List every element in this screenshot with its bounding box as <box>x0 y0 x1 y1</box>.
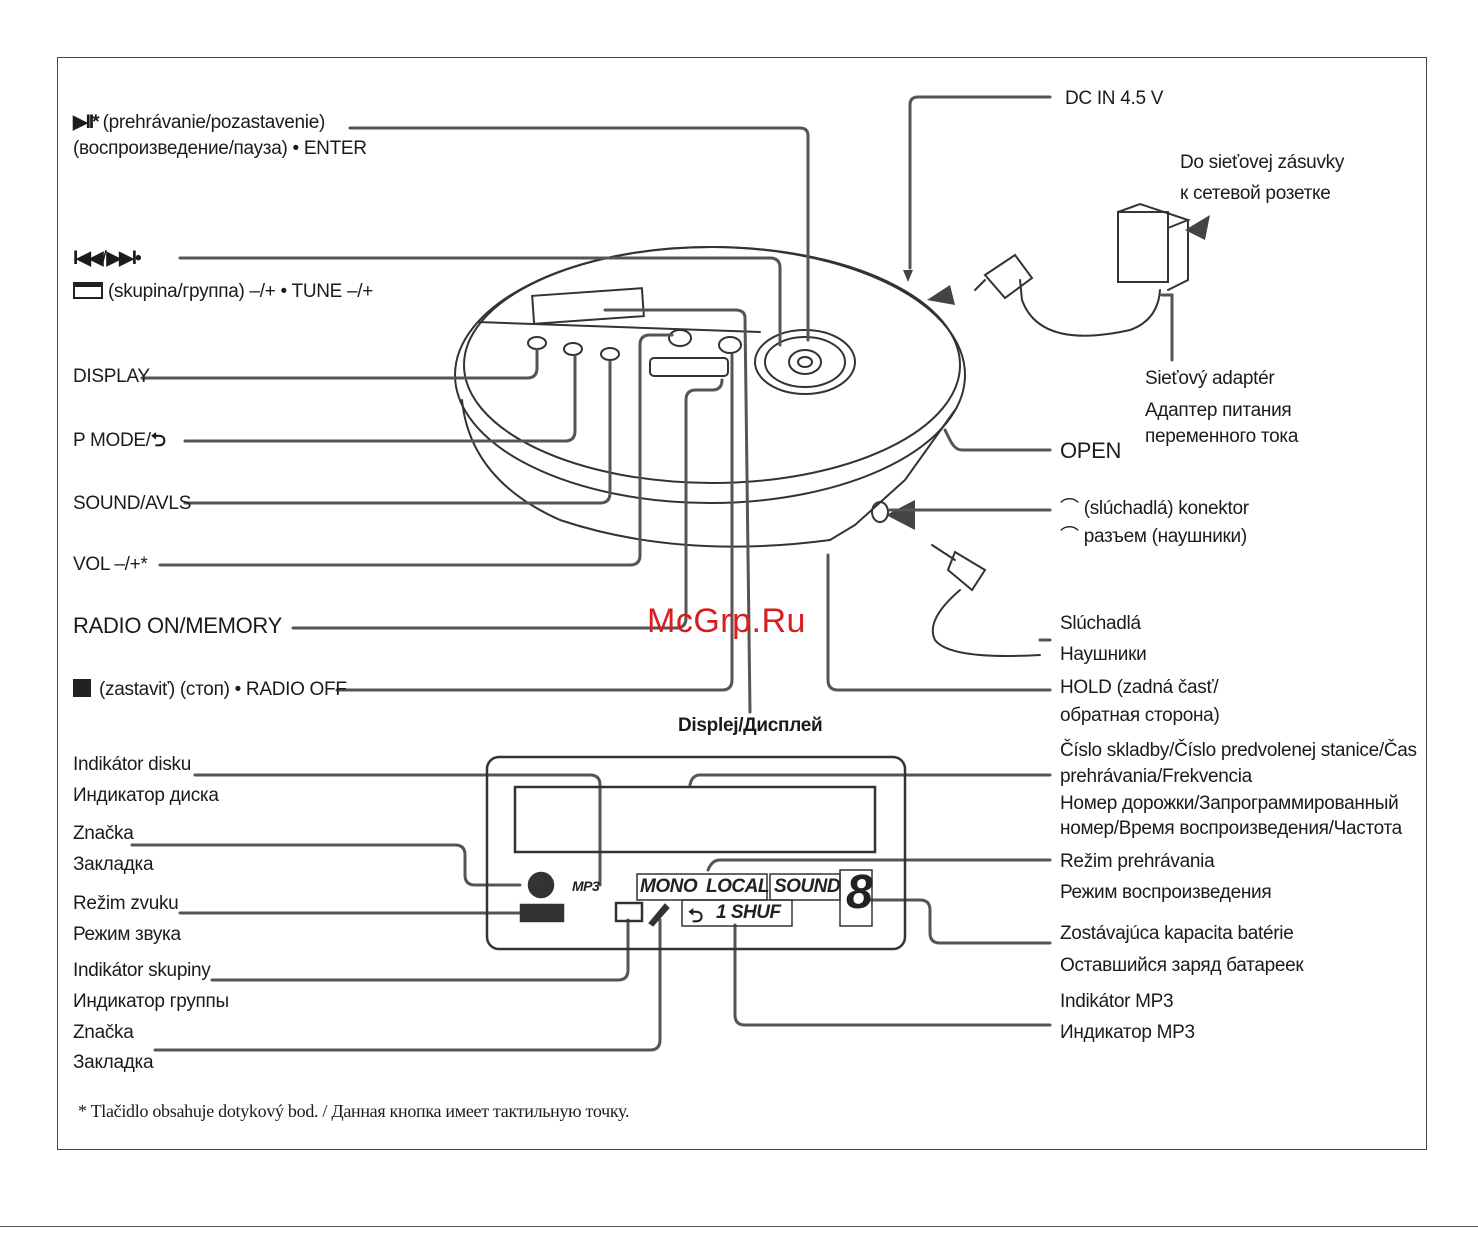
mp3-indicator-label-ru: Индикатор MP3 <box>1060 1022 1195 1043</box>
group-indicator-label: Indikátor skupiny <box>73 960 211 981</box>
lcd-sound: SOUND <box>774 876 841 897</box>
headphones-label: Slúchadlá <box>1060 613 1141 634</box>
stop-label: (zastaviť) (стоп) • RADIO OFF <box>73 677 347 703</box>
disc-indicator-label: Indikátor disku <box>73 754 192 775</box>
lcd-mono: MONO <box>640 876 698 897</box>
lcd-mp3: MP3 <box>572 878 600 894</box>
outlet-label-ru: к сетевой розетке <box>1180 183 1331 204</box>
arrows <box>886 215 1210 530</box>
group-tune-text: (skupina/группа) –/+ • TUNE –/+ <box>107 281 374 302</box>
skip-label: I◀◀/▶▶I• <box>73 246 142 272</box>
next-track-icon: ▶▶I• <box>106 248 142 269</box>
vol-label: VOL –/+* <box>73 554 148 575</box>
lcd-shuf: 1 SHUF <box>716 902 781 923</box>
repeat-icon: ⮌ <box>150 430 166 451</box>
play-pause-text: (prehrávanie/pozastavenie) <box>102 112 326 133</box>
headphone-icon: ⌒ <box>1060 526 1079 547</box>
diagram-frame <box>57 57 1427 1150</box>
track-number-label-ru-1: Номер дорожки/Запрограммированный <box>1060 793 1399 814</box>
adapter-label: Sieťový adaptér <box>1145 368 1275 389</box>
headphone-icon: ⌒ <box>1060 498 1079 519</box>
play-mode-label: Režim prehrávania <box>1060 851 1215 872</box>
page-bottom-rule <box>0 1226 1478 1227</box>
bookmark-label-1-ru: Закладка <box>73 854 154 875</box>
group-tune-label: (skupina/группа) –/+ • TUNE –/+ <box>73 279 373 305</box>
track-number-label-1: Číslo skladby/Číslo predvolenej stanice/… <box>1060 740 1417 761</box>
play-pause-icon: ▶II* <box>73 112 100 133</box>
open-label: OPEN <box>1060 438 1122 463</box>
repeat-icon: ⮌ <box>688 906 703 927</box>
play-mode-label-ru: Режим воспроизведения <box>1060 882 1272 903</box>
sound-mode-label: Režim zvuku <box>73 893 179 914</box>
headphone-jack-label: ⌒ (slúchadlá) konektor <box>1060 496 1249 522</box>
lcd-local: LOCAL <box>706 876 769 897</box>
adapter-label-ru-2: переменного тока <box>1145 426 1299 447</box>
hold-label: HOLD (zadná časť/ <box>1060 677 1219 698</box>
stop-text: (zastaviť) (стоп) • RADIO OFF <box>99 679 347 700</box>
battery-label: Zostávajúca kapacita batérie <box>1060 923 1294 944</box>
bookmark-label-2-ru: Закладка <box>73 1052 154 1073</box>
lcd-illustration <box>485 755 907 951</box>
pmode-label: P MODE/⮌ <box>73 428 166 454</box>
pmode-text: P MODE/ <box>73 430 151 451</box>
lcd-digit: 8 <box>846 866 873 919</box>
battery-label-ru: Оставшийся заряд батареек <box>1060 955 1304 976</box>
hold-label-ru: обратная сторона) <box>1060 705 1220 726</box>
skip-separator: / <box>101 248 107 269</box>
stop-icon <box>73 679 91 697</box>
watermark: McGrp.Ru <box>647 602 806 640</box>
group-indicator-label-ru: Индикатор группы <box>73 991 229 1012</box>
sound-mode-label-ru: Режим звука <box>73 924 181 945</box>
bookmark-label-1: Značka <box>73 823 134 844</box>
bookmark-label-2: Značka <box>73 1022 134 1043</box>
headphone-jack-text-ru: разъем (наушники) <box>1083 526 1247 547</box>
mp3-indicator-label: Indikátor MP3 <box>1060 991 1174 1012</box>
headphones-label-ru: Наушники <box>1060 644 1147 665</box>
play-pause-label-ru: (воспроизведение/пауза) • ENTER <box>73 138 367 159</box>
display-title: Displej/Дисплей <box>678 715 823 736</box>
disc-indicator-label-ru: Индикатор диска <box>73 785 219 806</box>
track-number-label-ru-2: номер/Время воспроизведения/Частота <box>1060 818 1402 839</box>
headphone-jack-text: (slúchadlá) konektor <box>1083 498 1249 519</box>
outlet-label: Do sieťovej zásuvky <box>1180 152 1345 173</box>
cd-player-illustration <box>454 202 1191 657</box>
folder-icon <box>73 282 103 299</box>
radio-memory-label: RADIO ON/MEMORY <box>73 613 283 638</box>
prev-track-icon: I◀◀ <box>73 248 103 269</box>
footnote: * Tlačidlo obsahuje dotykový bod. / Данн… <box>78 1101 630 1121</box>
adapter-label-ru-1: Адаптер питания <box>1145 400 1292 421</box>
headphone-jack-label-ru: ⌒ разъем (наушники) <box>1060 524 1247 550</box>
dc-in-label: DC IN 4.5 V <box>1065 88 1164 109</box>
track-number-label-2: prehrávania/Frekvencia <box>1060 766 1252 787</box>
display-label: DISPLAY <box>73 366 150 387</box>
play-pause-label: ▶II* (prehrávanie/pozastavenie) <box>73 110 325 136</box>
sound-avls-label: SOUND/AVLS <box>73 493 192 514</box>
